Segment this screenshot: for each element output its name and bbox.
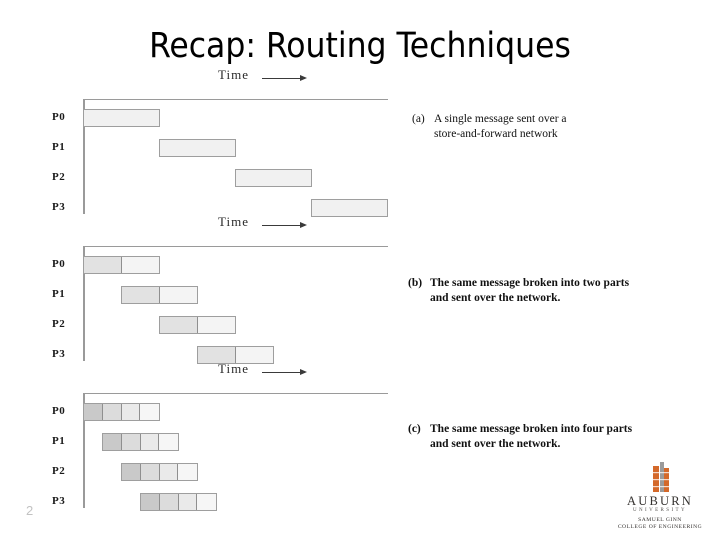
logo-university-text: UNIVERSITY [633,508,687,513]
right-arrow-head-icon [300,221,307,228]
message-segment [122,287,160,303]
message-segment [140,404,159,420]
right-arrow-head-icon [300,368,307,375]
message-bar [83,256,160,274]
process-label: P3 [52,495,66,507]
process-label: P2 [52,171,66,183]
logo-college-line2: COLLEGE OF ENGINEERING [617,523,703,530]
process-label: P1 [52,141,66,153]
message-segment [160,140,235,156]
right-arrow-head-icon [300,74,307,81]
process-label: P2 [52,465,66,477]
auburn-tower-icon [653,462,669,492]
message-bar [121,286,198,304]
message-segment [160,317,198,333]
page-title: Recap: Routing Techniques [149,26,571,66]
process-label: P1 [52,288,66,300]
message-segment [159,287,197,303]
message-segment [141,494,160,510]
time-axis-line [83,99,388,100]
message-bar [197,346,274,364]
caption-tag: (c) [408,423,421,435]
process-label: P0 [52,258,66,270]
caption-line: and sent over the network. [430,292,561,304]
message-segment [159,434,178,450]
message-bar [121,463,198,481]
message-segment [103,434,122,450]
message-segment [84,404,103,420]
message-segment [84,257,122,273]
logo-college-text: SAMUEL GINN COLLEGE OF ENGINEERING [608,517,712,530]
page-number: 2 [26,503,34,518]
caption-b: (b) The same message broken into two par… [408,276,629,306]
message-segment [84,110,159,126]
message-segment [312,200,387,216]
message-bar [159,139,236,157]
message-bar [102,433,179,451]
process-label: P0 [52,111,66,123]
message-segment [235,347,273,363]
process-label: P3 [52,348,66,360]
caption-a: (a) A single message sent over a store-a… [412,112,567,142]
message-segment [121,434,141,450]
caption-line: The same message broken into four parts [430,423,633,435]
message-segment [102,404,122,420]
message-segment [178,494,198,510]
caption-line: store-and-forward network [434,128,558,140]
logo-college-line1: SAMUEL GINN [638,517,682,523]
caption-tag: (b) [408,277,423,289]
caption-c: (c) The same message broken into four pa… [408,422,632,452]
message-segment [197,317,235,333]
auburn-logo: AUBURN UNIVERSITY SAMUEL GINN COLLEGE OF… [608,462,712,530]
caption-line: The same message broken into two parts [430,277,630,289]
right-arrow-icon [262,78,305,79]
message-segment [159,464,179,480]
message-segment [140,434,160,450]
message-segment [140,464,160,480]
caption-tag: (a) [412,113,425,125]
message-bar [83,109,160,127]
process-axis-line [83,246,85,361]
message-segment [122,464,141,480]
time-axis-line [83,393,388,394]
message-segment [198,347,236,363]
time-axis-label: Time [218,214,249,229]
time-axis-line [83,246,388,247]
time-axis-label: Time [218,67,249,82]
time-axis-label: Time [218,361,249,376]
message-bar [235,169,312,187]
logo-wordmark: AUBURN [627,494,693,508]
message-bar [140,493,217,511]
right-arrow-icon [262,372,305,373]
message-segment [197,494,216,510]
message-bar [311,199,388,217]
process-label: P1 [52,435,66,447]
caption-line: and sent over the network. [430,438,561,450]
right-arrow-icon [262,225,305,226]
message-bar [159,316,236,334]
process-axis-line [83,393,85,508]
message-segment [178,464,197,480]
message-bar [83,403,160,421]
caption-line: A single message sent over a [434,113,567,125]
process-label: P3 [52,201,66,213]
process-axis-line [83,99,85,214]
message-segment [121,257,159,273]
message-segment [121,404,141,420]
process-label: P2 [52,318,66,330]
message-segment [159,494,179,510]
process-label: P0 [52,405,66,417]
message-segment [236,170,311,186]
